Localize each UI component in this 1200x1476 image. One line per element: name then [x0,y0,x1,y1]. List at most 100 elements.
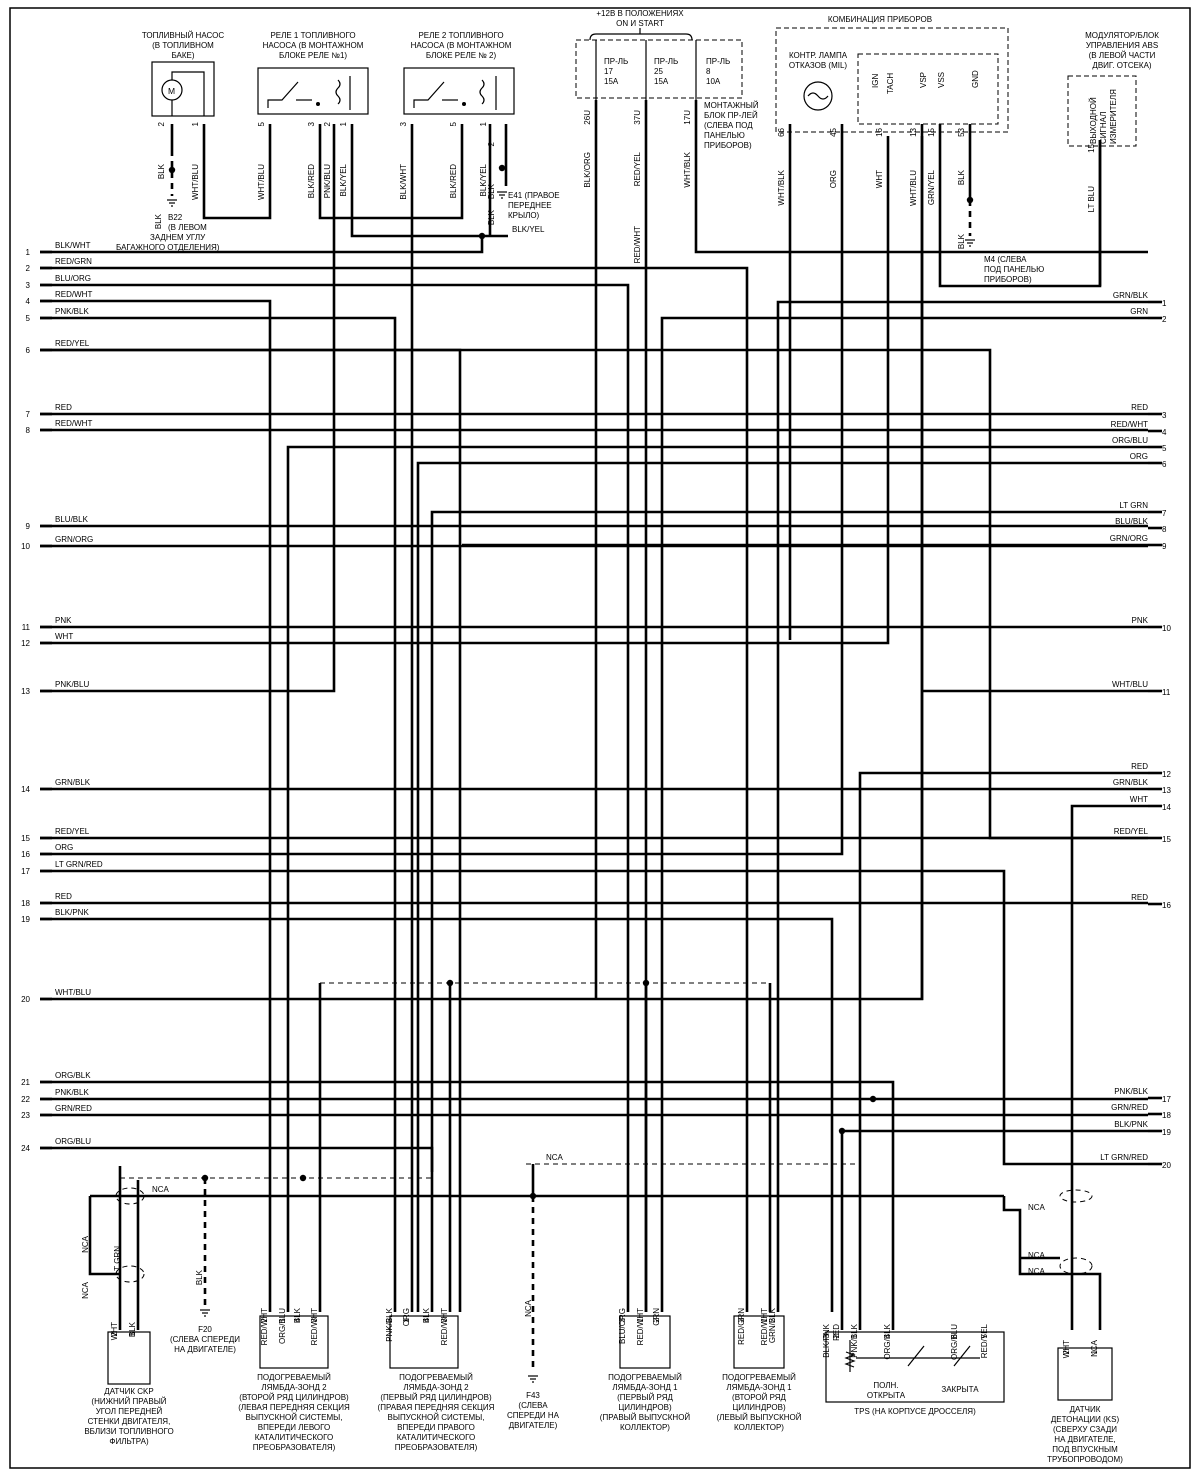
o2-sensor-bank1-rear: ПОДОГРЕВАЕМЫЙ ЛЯМБДА-ЗОНД 1 (ПЕРВЫЙ РЯД … [600,1315,690,1432]
fuse-block-line-3: (СЛЕВА ПОД [704,121,753,130]
right-pin-label: GRN/ORG [1110,534,1148,543]
top-wire-label: BLK/YEL [339,163,348,196]
right-pin-label: RED [1131,403,1148,412]
left-pin-number: 21 [21,1078,30,1087]
right-pin-number: 16 [1162,901,1171,910]
tps-wire-label: RED/YEL [980,1323,989,1358]
ckp-pin: 2 [110,1331,119,1336]
tps-wire-label: BLK/PNK [822,1323,831,1357]
fuse-17-line-2: 17 [604,67,613,76]
left-pin-number: 6 [26,346,31,355]
b22-line-3: ЗАДНЕМ УГЛУ [150,233,206,242]
right-pin-label: PNK/BLK [1114,1087,1148,1096]
left-pin-number: 16 [21,850,30,859]
o2-l2-line-6: ВПЕРЕДИ ЛЕВОГО [258,1423,330,1432]
wire [40,299,272,1312]
top-wire-pin: 5 [449,121,458,126]
o2-r1-wire-label: GRN [652,1308,661,1326]
b22-line-4: БАГАЖНОГО ОТДЕЛЕНИЯ) [116,243,220,252]
left-pin-number: 17 [21,867,30,876]
relay-1-line-1: РЕЛЕ 1 ТОПЛИВНОГО [270,31,355,40]
fuse-8-line-2: 8 [706,67,711,76]
o2-r2-wire-label: PNK/BLK [385,1307,394,1341]
right-pin-number: 6 [1162,460,1167,469]
o2-l1-line-3: (ВТОРОЙ РЯД [732,1393,787,1402]
ks-wire-label: NCA [1090,1339,1099,1357]
abs-line-1: МОДУЛЯТОР/БЛОК [1085,31,1159,40]
o2-l1-wire-label: RED/WHT [760,1308,769,1345]
top-wire-label: PNK/BLU [323,164,332,198]
o2-l2-line-5: ВЫПУСКНОЙ СИСТЕМЫ, [246,1413,343,1422]
blk-yel-junction-label: BLK/YEL [512,225,545,234]
ks-pin: 1 [1090,1349,1099,1354]
left-pin-number: 20 [21,995,30,1004]
wire [88,1196,120,1276]
top-wire-pin: 3 [399,121,408,126]
f20-ground: F20 (СЛЕВА СПЕРЕДИ НА ДВИГАТЕЛЕ) [170,1325,240,1354]
splice-dot [446,979,454,987]
right-pin-number: 1 [1162,299,1167,308]
e41-line-3: КРЫЛО) [508,211,540,220]
left-pin-label: PNK/BLU [55,680,89,689]
left-pin-label: BLK/WHT [55,241,91,250]
right-pin-label: LT GRN [1119,501,1148,510]
ckp-wire-label: WHT [110,1322,119,1340]
top-wire-label: BLK [487,209,496,225]
left-pin-label: GRN/RED [55,1104,92,1113]
o2-l1-line-2: ЛЯМБДА-ЗОНД 1 [726,1383,792,1392]
abs-line-3: (В ЛЕВОЙ ЧАСТИ [1089,51,1156,60]
o2-l1-line-5: (ЛЕВЫЙ ВЫПУСКНОЙ [716,1413,801,1422]
m4-line-1: M4 (СЛЕВА [984,255,1027,264]
top-wire-label: BLK/RED [307,164,316,198]
top-wire-pin: 13 [909,127,918,136]
cluster-pin-vsp: VSP [919,72,928,88]
ckp-line-5: ВБЛИЗИ ТОПЛИВНОГО [84,1427,173,1436]
o2-r2-line-7: КАТАЛИТИЧЕСКОГО [397,1433,475,1442]
relay-1-line-3: БЛОКЕ РЕЛЕ №1) [279,51,347,60]
abs-module: МОДУЛЯТОР/БЛОК УПРАВЛЕНИЯ ABS (В ЛЕВОЙ Ч… [1067,31,1159,147]
ckp-pin: 1 [128,1331,137,1336]
o2-sensor-bank2-front: ПОДОГРЕВАЕМЫЙ ЛЯМБДА-ЗОНД 2 (ВТОРОЙ РЯД … [238,1315,350,1452]
tps-wire-label: ORG/BLU [950,1324,959,1360]
right-pin-number: 11 [1162,688,1171,697]
ks-line-3: (СВЕРХУ СЗАДИ [1053,1425,1117,1434]
right-pin-number: 12 [1162,770,1171,779]
o2-l1-pin: 3 [737,1317,746,1322]
right-pin-number: 14 [1162,803,1171,812]
o2-r1-pin: 3 [618,1317,627,1322]
o2-sensor-bank1-front: ПОДОГРЕВАЕМЫЙ ЛЯМБДА-ЗОНД 2 (ПЕРВЫЙ РЯД … [378,1315,495,1452]
o2-l2-wire-label: ORG/BLU [278,1308,287,1344]
top-wire-pin: 2 [157,121,166,126]
o2-l1-pin: 1 [760,1317,769,1322]
ks-nca-label-3: NCA [1028,1267,1046,1276]
ks-pin: 2 [1062,1349,1071,1354]
left-pin-label: BLU/ORG [55,274,91,283]
abs-inner-line-2: СИГНАЛ [1099,112,1108,144]
left-pin-label: PNK [55,616,72,625]
right-pin-label: WHT/BLU [1112,680,1148,689]
f43-line-2: (СЛЕВА [518,1401,548,1410]
top-wire-pin: 1 [339,121,348,126]
f43-ground: F43 (СЛЕВА СПЕРЕДИ НА ДВИГАТЕЛЕ) [507,1391,560,1430]
o2-l1-line-4: ЦИЛИНДРОВ) [732,1403,786,1412]
shield-icon [1059,1257,1093,1275]
o2-r2-wire-label: RED/WHT [440,1308,449,1345]
left-pin-label: BLU/BLK [55,515,89,524]
o2-r2-line-1: ПОДОГРЕВАЕМЫЙ [399,1373,473,1382]
left-pin-number: 12 [21,639,30,648]
wire [318,124,464,220]
o2-r1-line-3: (ПЕРВЫЙ РЯД [617,1393,673,1402]
nca-top-label: NCA [546,1153,564,1162]
tps-open-line-1: ПОЛН. [873,1381,898,1390]
ckp-nca: NCA [81,1235,90,1253]
left-pin-number: 15 [21,834,30,843]
fuse-8-line-3: 10A [706,77,721,86]
wire [40,1080,895,1330]
o2-r2-pin: 1 [402,1317,411,1322]
top-wire-pin: 53 [957,127,966,136]
o2-r1-line-6: КОЛЛЕКТОР) [620,1423,670,1432]
top-wire-label: RED/YEL [633,151,642,186]
right-pin-number: 20 [1162,1161,1171,1170]
wire [40,917,834,1312]
left-pin-number: 1 [26,248,31,257]
